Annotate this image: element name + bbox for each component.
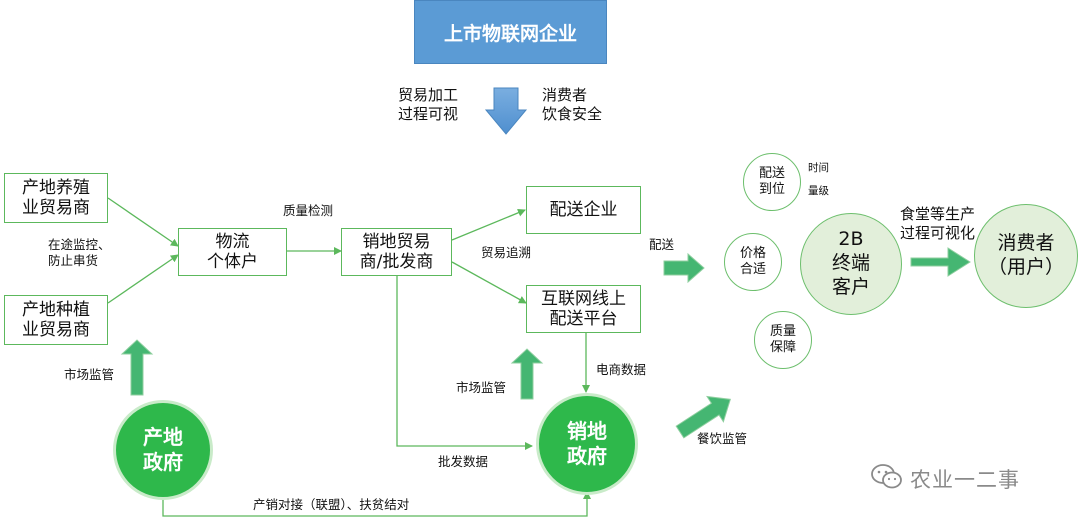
trade-trace-label: 贸易追溯 [481, 245, 532, 260]
link-breeding-logistics [107, 197, 179, 247]
arrow-consumer-icon [910, 247, 971, 277]
canteen-visibility-label: 食堂等生产 过程可视化 [900, 205, 976, 242]
quality-circle: 质量 保障 [754, 311, 812, 369]
catering-supervision-label: 餐饮监管 [697, 431, 748, 446]
link-wholesale-online [451, 261, 527, 304]
consumer-safety-label: 消费者 饮食安全 [542, 86, 603, 123]
planting-trader-box: 产地种植 业贸易商 [4, 295, 108, 345]
delivered-circle: 配送 到位 [743, 153, 801, 211]
breeding-trader-box: 产地养殖 业贸易商 [4, 173, 108, 223]
down-arrow-icon [484, 87, 528, 135]
trade-visibility-label: 贸易加工 过程可视 [398, 86, 459, 123]
quantity-label: 量级 [808, 185, 829, 197]
end-customer-circle: 2B 终端 客户 [800, 213, 902, 315]
link-wholesale-delivery [451, 208, 526, 241]
consumer-circle: 消费者 （用户） [974, 204, 1078, 308]
bottom-link-label: 产销对接（联盟）、扶贫结对 [253, 497, 410, 512]
wholesale-data-label: 批发数据 [438, 454, 489, 469]
watermark-text: 农业一二事 [910, 468, 1020, 492]
market-supervision-mid-label: 市场监管 [456, 380, 507, 395]
listed-iot-enterprise-box: 上市物联网企业 [414, 0, 607, 64]
delivery-arrow-label: 配送 [649, 237, 675, 252]
arrow-delivery-icon [663, 252, 705, 284]
arrow-salesgov-online-icon [510, 348, 544, 400]
wholesaler-box: 销地贸易 商/批发商 [341, 228, 452, 276]
wechat-icon [871, 464, 902, 489]
time-label: 时间 [808, 162, 829, 174]
ecommerce-data-label: 电商数据 [596, 362, 647, 377]
quality-check-label: 质量检测 [283, 203, 334, 218]
logistics-box: 物流 个体户 [178, 228, 287, 276]
sales-government-circle: 销地 政府 [536, 393, 638, 495]
price-circle: 价格 合适 [724, 233, 782, 291]
origin-government-circle: 产地 政府 [113, 400, 213, 500]
delivery-enterprise-box: 配送企业 [526, 186, 641, 234]
link-bottom-bidirectional [159, 485, 591, 517]
monitoring-label: 在途监控、 防止串货 [48, 237, 111, 268]
market-supervision-left-label: 市场监管 [64, 367, 115, 382]
link-wholesale-salesgov [396, 276, 533, 450]
arrow-origingov-planting-icon [120, 339, 154, 396]
online-platform-box: 互联网线上 配送平台 [526, 285, 641, 333]
link-planting-logistics [107, 254, 179, 304]
arrow-catering-icon [675, 395, 731, 439]
